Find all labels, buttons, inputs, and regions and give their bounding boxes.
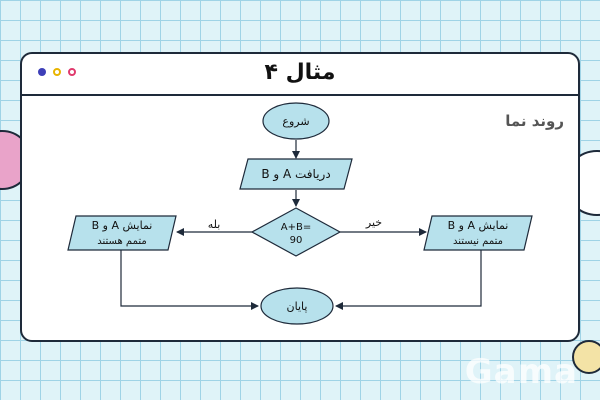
- connector-no-to-end: [335, 250, 482, 310]
- end-label: پایان: [287, 300, 308, 313]
- no-output-node: نمایش A و B متمم نیستند: [423, 215, 533, 251]
- gama-watermark: Gama: [464, 352, 578, 392]
- decorative-yellow-ring: [572, 340, 600, 374]
- connector-yes-to-end: [120, 250, 259, 310]
- yes-output-line1: نمایش A و B: [92, 219, 153, 232]
- yes-output-node: نمایش A و B متمم هستند: [67, 215, 177, 251]
- input-label: دریافت A و B: [261, 167, 330, 182]
- window-dot-pink: [68, 68, 76, 76]
- start-label: شروع: [282, 115, 309, 128]
- yes-branch-label: بله: [208, 218, 221, 231]
- window-controls: [38, 68, 76, 76]
- start-node: شروع: [262, 102, 330, 140]
- condition-node: A+B= 90: [250, 207, 342, 257]
- window-dot-yellow: [53, 68, 61, 76]
- end-node: پایان: [260, 287, 334, 325]
- condition-label-line1: A+B=: [281, 222, 311, 233]
- input-node: دریافت A و B: [239, 158, 353, 190]
- condition-label-line2: 90: [290, 235, 303, 246]
- section-label: روند نما: [505, 112, 564, 130]
- no-output-line2: متمم نیستند: [453, 236, 503, 247]
- window-titlebar: مثال ۴: [22, 54, 578, 96]
- window-dot-blue: [38, 68, 46, 76]
- no-branch-label: خیر: [365, 216, 382, 229]
- yes-output-line2: متمم هستند: [97, 236, 146, 247]
- no-output-line1: نمایش A و B: [448, 219, 509, 232]
- window-title: مثال ۴: [264, 60, 336, 85]
